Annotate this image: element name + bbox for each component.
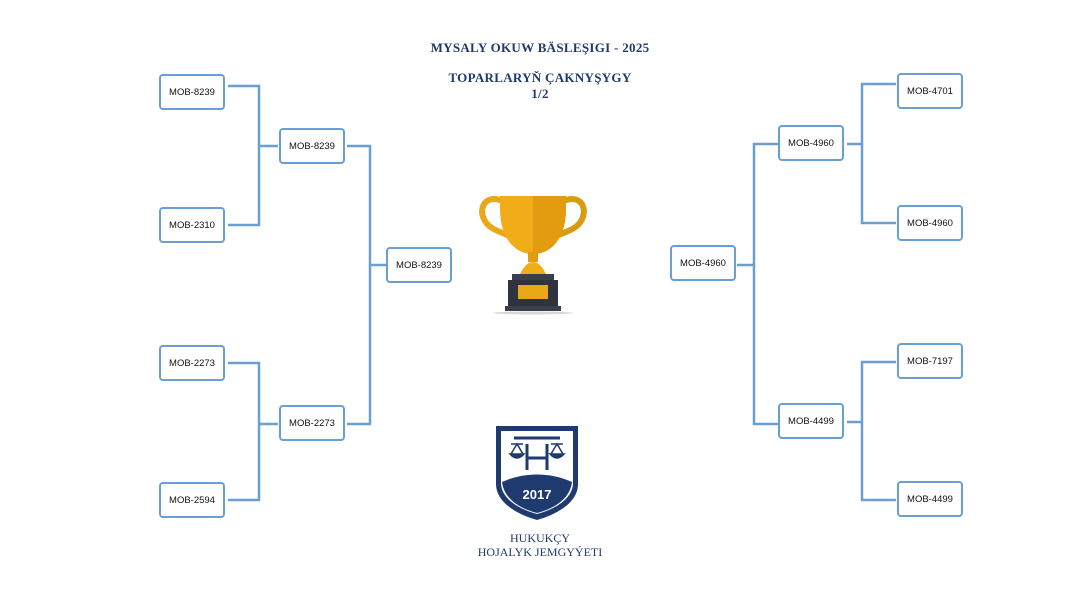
team-box-left-r2-2: MOB-2273 (279, 405, 345, 441)
page-subtitle: TOPARLARYŇ ÇAKNYŞYGY 1/2 (0, 70, 1080, 102)
subtitle-line-1: TOPARLARYŇ ÇAKNYŞYGY (448, 70, 632, 85)
team-box-right-final: MOB-4960 (670, 245, 736, 281)
connector-right-r1-a (860, 82, 896, 225)
team-box-right-r1-2: MOB-4960 (897, 205, 963, 241)
connector-left-r2 (347, 144, 372, 426)
team-box-right-r1-1: MOB-4701 (897, 73, 963, 109)
organization-name: HUKUKÇY HOJALYK JEMGYÝETI (0, 531, 1080, 559)
trophy-icon (479, 196, 587, 315)
organization-line-2: HOJALYK JEMGYÝETI (477, 545, 603, 559)
team-box-left-r1-4: MOB-2594 (159, 482, 225, 518)
crest-logo: 2017 (496, 426, 578, 520)
team-box-right-r1-3: MOB-7197 (897, 343, 963, 379)
connector-left-r1-a (228, 84, 261, 227)
team-box-left-final: MOB-8239 (386, 247, 452, 283)
connector-left-r1-b (228, 361, 261, 502)
team-box-right-r1-4: MOB-4499 (897, 481, 963, 517)
team-box-right-r2-2: MOB-4499 (778, 403, 844, 439)
connector-right-r1-b (860, 360, 896, 502)
subtitle-line-2: 1/2 (531, 86, 549, 101)
organization-line-1: HUKUKÇY (510, 531, 570, 545)
page-title: MYSALY OKUW BÄSLEŞIGI - 2025 (430, 40, 650, 55)
team-box-left-r1-2: MOB-2310 (159, 207, 225, 243)
crest-year: 2017 (523, 487, 552, 502)
team-box-right-r2-1: MOB-4960 (778, 125, 844, 161)
team-box-left-r2-1: MOB-8239 (279, 128, 345, 164)
team-box-left-r1-1: MOB-8239 (159, 74, 225, 110)
team-box-left-r1-3: MOB-2273 (159, 345, 225, 381)
connector-right-r2 (752, 142, 778, 426)
